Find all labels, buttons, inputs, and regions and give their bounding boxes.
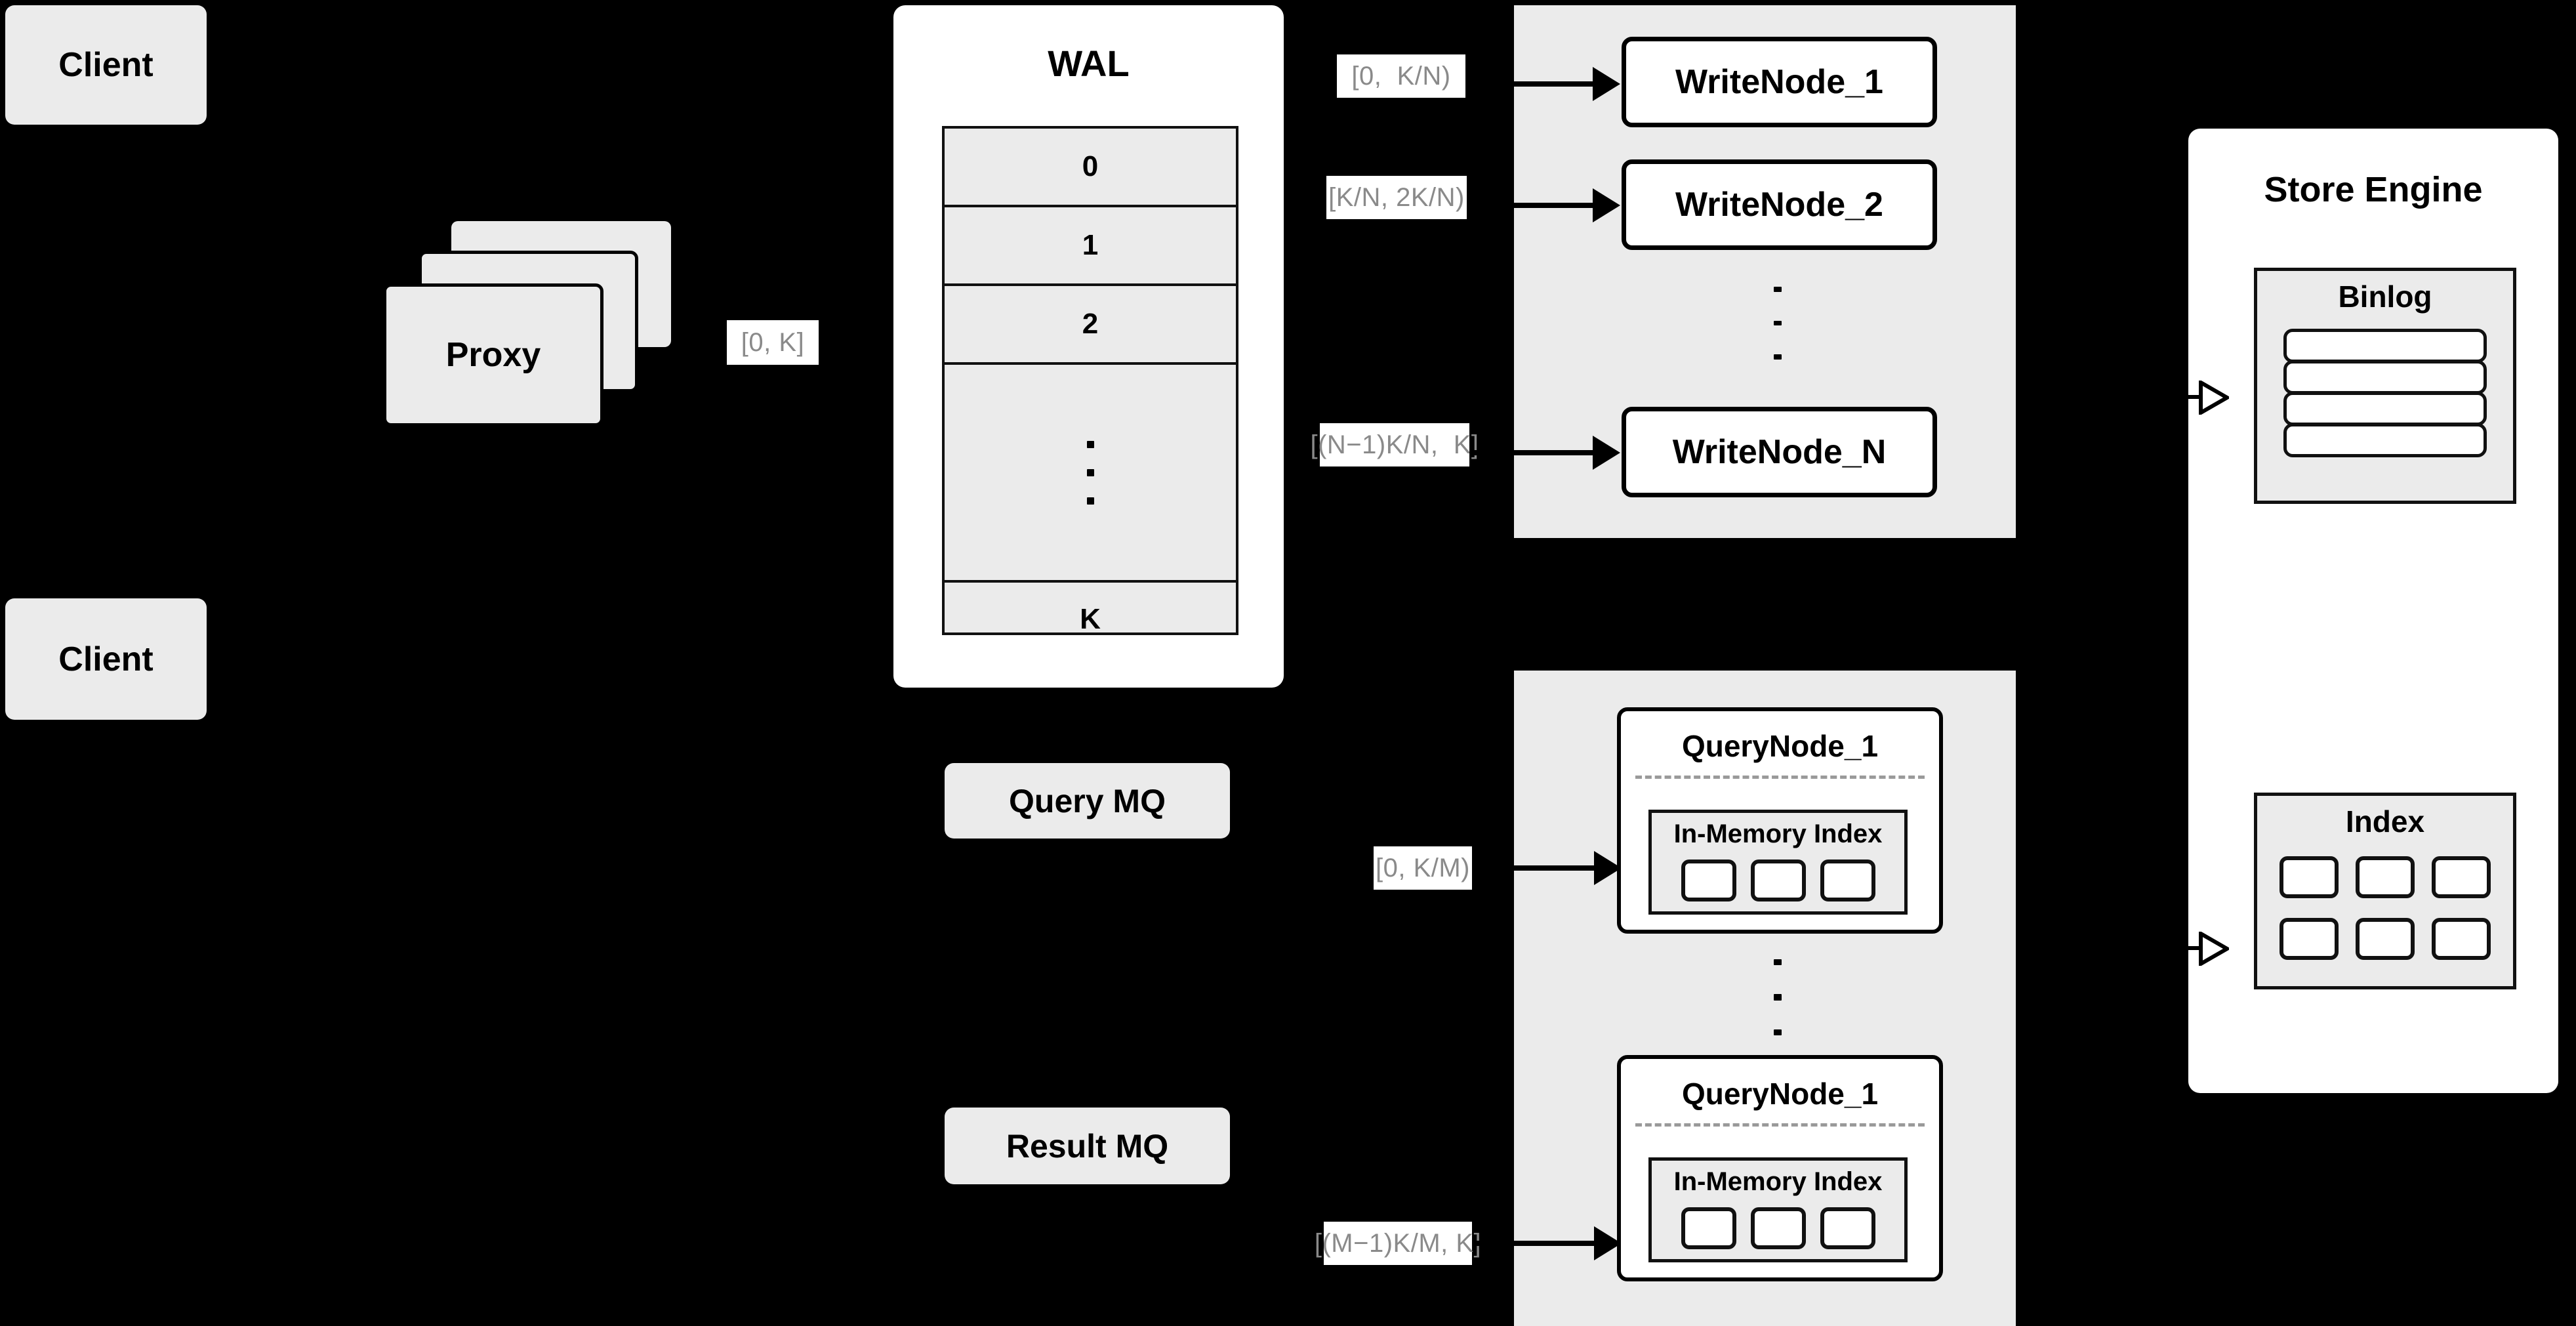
- store-engine-title: Store Engine: [2264, 170, 2483, 209]
- index-cell: [1750, 1207, 1806, 1249]
- query-node-m[interactable]: QueryNode_1 In-Memory Index: [1617, 1055, 1943, 1281]
- binlog-title: Binlog: [2338, 280, 2432, 314]
- index-cell: [1820, 1207, 1875, 1249]
- in-memory-index-box-2: In-Memory Index: [1648, 1157, 1908, 1262]
- range-label-write-node-1: [0, K/N): [1337, 54, 1465, 98]
- wal-panel: WAL 0 1 2 K: [893, 5, 1284, 688]
- range-label-query-node-m: [(M−1)K/M, K]: [1315, 1222, 1481, 1265]
- write-node-n[interactable]: WriteNode_N: [1622, 407, 1937, 497]
- wal-table: 0 1 2 K: [942, 126, 1238, 635]
- result-mq-label: Result MQ: [1006, 1127, 1169, 1165]
- query-node-label: QueryNode_1: [1681, 1077, 1879, 1111]
- write-node-1[interactable]: WriteNode_1: [1622, 37, 1937, 127]
- wal-row-label: 0: [1082, 150, 1099, 182]
- binlog-box: Binlog: [2254, 268, 2516, 504]
- range-label-write-node-2: [K/N, 2K/N): [1326, 176, 1467, 219]
- index-cell: [1681, 1207, 1736, 1249]
- arrow-to-write-node-2: [1469, 188, 1622, 222]
- write-cluster-ellipsis-icon: [1765, 272, 1791, 374]
- query-node-divider: [1635, 776, 1925, 779]
- store-engine-panel: Store Engine Binlog Index: [2188, 129, 2558, 1093]
- range-label-text: [0, K]: [741, 327, 805, 357]
- solid-arrow-icon: [1593, 188, 1620, 222]
- wal-row: 0: [945, 129, 1236, 207]
- arrow-to-write-node-n: [1469, 436, 1622, 470]
- wal-row-ellipsis: [945, 365, 1236, 583]
- write-node-label: WriteNode_N: [1672, 433, 1887, 471]
- arrow-to-store-index: [2179, 930, 2239, 967]
- solid-arrow-icon: [1593, 436, 1620, 470]
- binlog-bar: [2283, 360, 2487, 394]
- index-cell: [1750, 860, 1806, 901]
- hollow-arrow-icon: [2199, 381, 2229, 415]
- arrow-to-query-node-1: [1472, 851, 1623, 885]
- range-label-query-node-1: [0, K/M): [1374, 846, 1472, 890]
- write-node-label: WriteNode_2: [1675, 186, 1883, 224]
- arrow-to-query-node-m: [1472, 1226, 1623, 1260]
- result-mq-box[interactable]: Result MQ: [945, 1108, 1230, 1184]
- range-label-text: [K/N, 2K/N): [1328, 182, 1465, 212]
- store-index-cell: [2280, 918, 2339, 960]
- proxy-card-front[interactable]: Proxy: [383, 283, 603, 426]
- range-label-text: [(M−1)K/M, K]: [1314, 1228, 1482, 1258]
- query-node-divider: [1635, 1123, 1925, 1127]
- store-index-title: Index: [2345, 804, 2425, 839]
- arrow-to-binlog: [2179, 379, 2239, 416]
- wal-row-label: 1: [1082, 229, 1099, 261]
- write-node-2[interactable]: WriteNode_2: [1622, 159, 1937, 250]
- wal-row-label: K: [1080, 603, 1101, 635]
- binlog-bar: [2283, 423, 2487, 457]
- wal-row: 1: [945, 207, 1236, 286]
- client-label: Client: [58, 46, 153, 84]
- index-cell: [1820, 860, 1875, 901]
- in-memory-index-title: In-Memory Index: [1673, 819, 1883, 848]
- index-cell: [1681, 860, 1736, 901]
- query-node-1[interactable]: QueryNode_1 In-Memory Index: [1617, 707, 1943, 934]
- query-mq-label: Query MQ: [1009, 782, 1166, 819]
- query-mq-box[interactable]: Query MQ: [945, 763, 1230, 839]
- store-index-cell: [2356, 918, 2415, 960]
- store-index-cell: [2356, 856, 2415, 898]
- query-node-label: QueryNode_1: [1681, 729, 1879, 763]
- range-label-text: [0, K/M): [1375, 853, 1471, 882]
- client-label: Client: [58, 640, 153, 678]
- proxy-stack[interactable]: Proxy: [380, 210, 689, 433]
- client-box-1[interactable]: Client: [5, 5, 207, 125]
- wal-row: K: [945, 583, 1236, 656]
- in-memory-index-box-1: In-Memory Index: [1648, 810, 1908, 915]
- in-memory-index-title: In-Memory Index: [1673, 1167, 1883, 1196]
- wal-title: WAL: [1048, 43, 1130, 84]
- range-label-text: [(N−1)K/N, K]: [1310, 430, 1479, 459]
- client-box-2[interactable]: Client: [5, 598, 207, 720]
- proxy-label: Proxy: [445, 336, 541, 374]
- query-cluster-ellipsis-icon: [1765, 945, 1791, 1050]
- vertical-ellipsis-icon: [1086, 430, 1094, 515]
- store-index-cell: [2432, 856, 2491, 898]
- store-index-cell: [2432, 918, 2491, 960]
- store-index-cell: [2280, 856, 2339, 898]
- store-index-box: Index: [2254, 793, 2516, 989]
- wal-row: 2: [945, 286, 1236, 365]
- write-node-label: WriteNode_1: [1675, 63, 1883, 101]
- wal-row-label: 2: [1082, 308, 1099, 340]
- arrow-to-write-node-1: [1469, 67, 1622, 101]
- hollow-arrow-icon: [2199, 932, 2229, 966]
- range-label-proxy-to-wal: [0, K]: [727, 320, 819, 365]
- range-label-text: [0, K/N): [1351, 61, 1451, 91]
- solid-arrow-icon: [1593, 67, 1620, 101]
- binlog-bar: [2283, 392, 2487, 426]
- binlog-bar: [2283, 329, 2487, 363]
- range-label-write-node-n: [(N−1)K/N, K]: [1310, 423, 1479, 466]
